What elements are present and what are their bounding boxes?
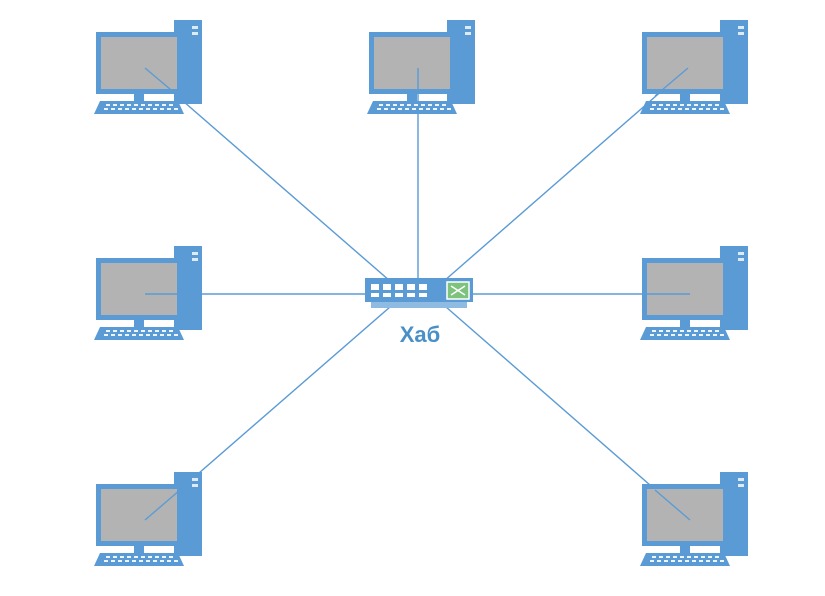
- link-bottom-right: [437, 299, 691, 521]
- desktop-computer-icon: [94, 472, 202, 566]
- network-hub-icon: [365, 278, 473, 308]
- link-top-left: [144, 67, 399, 289]
- desktop-computer-icon: [367, 20, 475, 114]
- desktop-computer-icon: [640, 472, 748, 566]
- desktop-computer-icon: [94, 246, 202, 340]
- desktop-computer-icon: [94, 20, 202, 114]
- desktop-computer-icon: [640, 246, 748, 340]
- hub-label: Хаб: [399, 322, 441, 347]
- desktop-computer-icon: [640, 20, 748, 114]
- screen-link-segments: [144, 67, 691, 521]
